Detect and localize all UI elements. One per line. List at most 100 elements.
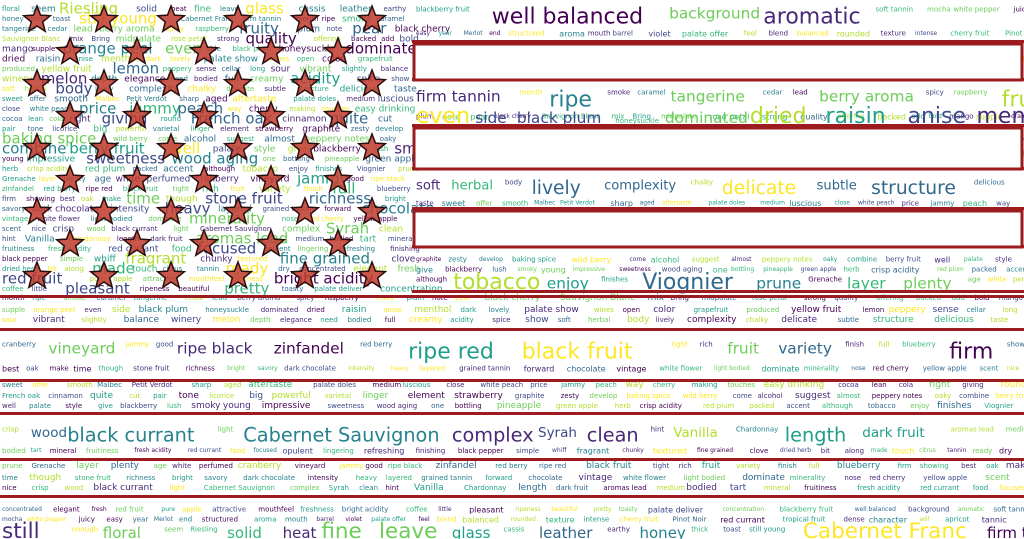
cloud-word: touch — [132, 265, 157, 275]
cloud-word: dark fruit — [150, 235, 183, 243]
cloud-word: note — [442, 112, 460, 121]
cloud-word: pleasant — [65, 280, 130, 298]
cloud-word: ready — [972, 447, 992, 455]
cloud-word: offer — [476, 199, 492, 207]
cloud-word: big — [93, 125, 107, 135]
cloud-word: sharp — [610, 199, 633, 208]
cloud-word: rounded — [511, 516, 536, 523]
cloud-word: one — [713, 265, 728, 274]
cloud-word: young — [2, 155, 24, 163]
cloud-word: produced — [2, 65, 35, 73]
cloud-word: scent — [2, 225, 21, 233]
cloud-word: barrel — [613, 30, 634, 38]
cloud-word: lovely — [489, 306, 510, 314]
cloud-word: minerality — [790, 474, 825, 482]
cloud-word: complexity — [687, 315, 737, 325]
cloud-word: baking spice — [512, 256, 556, 264]
cloud-word: Syrah — [538, 425, 577, 441]
cloud-word: palate — [964, 256, 983, 263]
star — [255, 163, 287, 193]
cloud-word: young — [541, 265, 566, 274]
star — [88, 67, 120, 97]
cloud-word: offer — [30, 95, 46, 103]
cloud-word: ripe red — [85, 185, 112, 193]
cloud-word: green apple — [801, 266, 837, 273]
cloud-word: smooth — [502, 199, 528, 207]
cloud-word: even — [84, 306, 101, 314]
star — [289, 131, 321, 161]
cloud-word: end — [489, 30, 500, 37]
cloud-word: tart — [730, 483, 747, 493]
cloud-word: cellar — [967, 306, 986, 314]
cloud-word: savory — [2, 205, 25, 213]
cloud-word: though — [29, 473, 61, 483]
cloud-word: yellow apple — [923, 365, 967, 373]
cloud-word: Chardonnay — [464, 484, 506, 492]
cloud-word: elegance — [124, 75, 165, 85]
cloud-word: open — [623, 306, 640, 314]
cloud-word: grapefruit — [694, 306, 729, 314]
cloud-word: red berry — [495, 462, 527, 470]
cloud-word: bright — [172, 474, 193, 482]
cloud-word: crisp — [32, 484, 49, 492]
flag-stripes — [0, 40, 1024, 498]
cloud-word: luscious — [789, 199, 821, 208]
cloud-word: give — [288, 145, 308, 155]
cloud-word: coffee — [406, 506, 428, 514]
cloud-word: add — [912, 113, 925, 121]
cloud-word: herb — [844, 266, 861, 274]
cloud-word: Merlot — [464, 30, 484, 37]
cloud-word: mocha — [927, 6, 951, 14]
cloud-word: pineapple — [325, 155, 360, 163]
cloud-word: ripe black — [370, 175, 405, 183]
cloud-word: graphite — [515, 392, 545, 400]
cloud-word: Petit Verdot — [132, 381, 173, 389]
cloud-word: mouthfeel — [258, 506, 294, 514]
cloud-word: green apple — [365, 155, 419, 165]
star — [88, 3, 120, 33]
cloud-word: supple — [2, 306, 25, 314]
cloud-word: although — [416, 276, 447, 284]
cloud-word: medium — [346, 95, 375, 103]
star — [356, 131, 388, 161]
cloud-word: yellow fruit — [42, 65, 93, 75]
cloud-word: crisp acidity — [871, 265, 920, 274]
star — [289, 195, 321, 225]
cloud-word: white peach — [480, 381, 523, 389]
cloud-word: year — [439, 30, 453, 37]
cloud-word: best — [2, 364, 19, 373]
cloud-word: tangerine — [671, 87, 745, 105]
cloud-word: oak — [986, 462, 1000, 470]
cloud-word: close — [835, 200, 851, 207]
cloud-word: heavy — [356, 474, 377, 482]
cloud-word: Vanilla — [25, 235, 55, 245]
cloud-word: mix — [70, 35, 83, 43]
cloud-word: light bodied — [684, 474, 726, 482]
cloud-word: food — [172, 245, 192, 255]
cloud-word: wild berry — [683, 392, 718, 400]
cloud-word: intense — [584, 516, 610, 524]
cloud-word: violet — [345, 516, 362, 523]
cloud-word: palate — [29, 402, 51, 410]
cloud-word: mouth — [285, 516, 308, 524]
cloud-word: wild berry — [571, 255, 611, 264]
cloud-word: chunky — [200, 255, 233, 265]
cloud-word: aroma — [559, 29, 585, 38]
cloud-word: glass — [245, 0, 284, 18]
cloud-word: juicy — [1013, 6, 1024, 14]
cloud-word: right — [929, 380, 951, 390]
cloud-word: fine — [321, 519, 361, 539]
cloud-word: forward — [324, 205, 351, 213]
cloud-word: bit — [821, 447, 830, 455]
cloud-word: perfumed — [199, 462, 233, 470]
cloud-word: luscious — [402, 381, 431, 389]
cloud-word: licorice — [52, 125, 77, 133]
cloud-word: forward — [485, 474, 512, 482]
cloud-word: white — [172, 462, 191, 470]
cloud-word: firm — [2, 195, 16, 203]
cloud-word: easy drinking — [764, 380, 825, 390]
cloud-word: leave — [379, 519, 437, 539]
cloud-word: color — [653, 305, 675, 315]
star — [255, 227, 287, 257]
cloud-word: come — [733, 392, 752, 400]
